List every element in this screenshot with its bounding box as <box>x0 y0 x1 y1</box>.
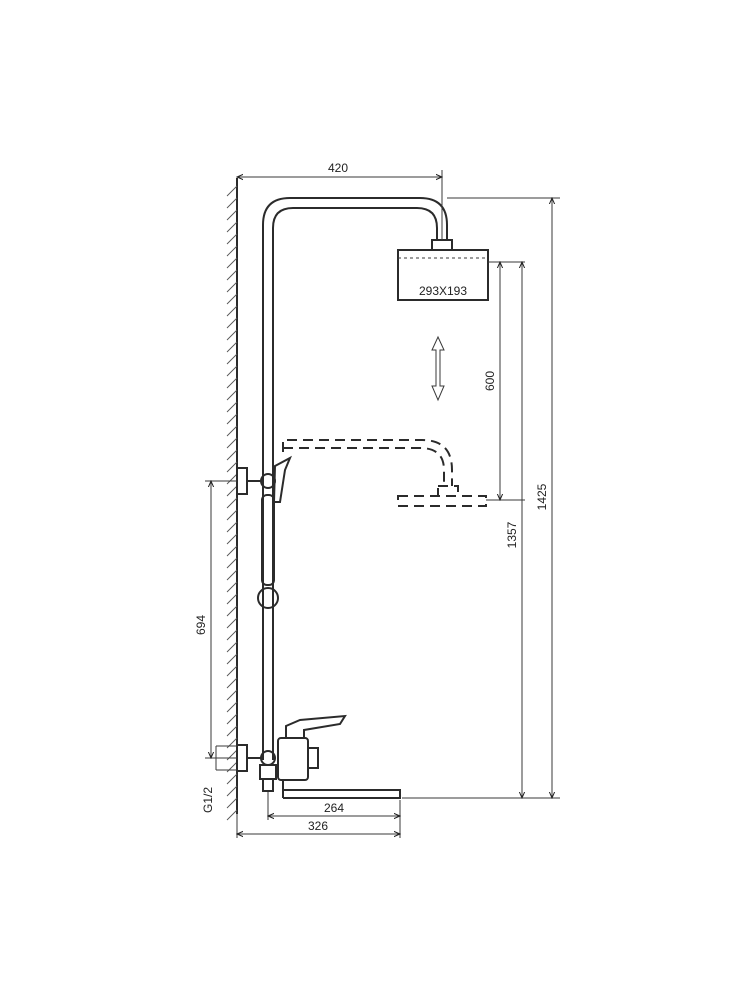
wall-hatch-line <box>226 581 238 593</box>
dim-thread: G1/2 <box>201 745 237 813</box>
wall <box>226 178 238 821</box>
wall-hatch-line <box>226 197 238 209</box>
wall-hatch-line <box>226 437 238 449</box>
dim-slide-range-label: 600 <box>483 371 497 391</box>
wall-hatch-line <box>226 461 238 473</box>
wall-hatch-line <box>226 317 238 329</box>
wall-hatch-line <box>226 725 238 737</box>
shower-head-top <box>397 239 489 301</box>
wall-hatch-line <box>226 701 238 713</box>
dim-head-height: 1357 <box>505 262 522 798</box>
dim-arm-reach: 420 <box>237 161 442 240</box>
wall-hatch-line <box>226 605 238 617</box>
wall-hatching <box>226 185 238 821</box>
hand-shower <box>257 494 279 609</box>
wall-hatch-line <box>226 305 238 317</box>
dim-spout-reach: 264 <box>268 792 400 838</box>
wall-hatch-line <box>226 785 238 797</box>
wall-hatch-line <box>226 509 238 521</box>
dim-spout-reach-label: 264 <box>324 801 344 815</box>
wall-hatch-line <box>226 641 238 653</box>
wall-hatch-line <box>226 365 238 377</box>
wall-hatch-line <box>226 773 238 785</box>
wall-hatch-line <box>226 557 238 569</box>
dim-head-size-label: 293X193 <box>419 284 467 298</box>
wall-hatch-line <box>226 185 238 197</box>
dim-arm-reach-label: 420 <box>328 161 348 175</box>
wall-hatch-line <box>226 257 238 269</box>
wall-hatch-line <box>226 569 238 581</box>
wall-hatch-line <box>226 485 238 497</box>
wall-hatch-line <box>226 245 238 257</box>
wall-hatch-line <box>226 797 238 809</box>
shower-head-lowered <box>282 439 487 507</box>
wall-hatch-line <box>226 209 238 221</box>
wall-hatch-line <box>226 413 238 425</box>
wall-hatch-line <box>226 281 238 293</box>
wall-hatch-line <box>226 689 238 701</box>
dim-head-height-label: 1357 <box>505 521 519 548</box>
wall-hatch-line <box>226 629 238 641</box>
wall-hatch-line <box>226 593 238 605</box>
dim-faucet-depth: 326 <box>237 814 400 838</box>
double-arrow-vertical-icon <box>431 335 445 402</box>
wall-hatch-line <box>226 677 238 689</box>
wall-hatch-line <box>226 233 238 245</box>
dim-inlet-height-label: 694 <box>194 615 208 635</box>
wall-hatch-line <box>226 809 238 821</box>
wall-hatch-line <box>226 665 238 677</box>
dim-inlet-height: 694 <box>194 481 237 758</box>
wall-hatch-line <box>226 341 238 353</box>
wall-hatch-line <box>226 545 238 557</box>
dim-total-height: 1425 <box>402 198 560 798</box>
wall-hatch-line <box>226 353 238 365</box>
riser-pipe <box>262 197 448 760</box>
dim-faucet-depth-label: 326 <box>308 819 328 833</box>
wall-hatch-line <box>226 533 238 545</box>
wall-hatch-line <box>226 329 238 341</box>
dim-total-height-label: 1425 <box>535 483 549 510</box>
wall-hatch-line <box>226 389 238 401</box>
wall-hatch-line <box>226 497 238 509</box>
wall-hatch-line <box>226 221 238 233</box>
wall-hatch-line <box>226 269 238 281</box>
wall-hatch-line <box>226 653 238 665</box>
wall-hatch-line <box>226 473 238 485</box>
wall-hatch-line <box>226 293 238 305</box>
wall-hatch-line <box>226 713 238 725</box>
wall-hatch-line <box>226 377 238 389</box>
dim-slide-range: 600 <box>483 262 525 500</box>
dim-thread-label: G1/2 <box>201 787 215 813</box>
wall-hatch-line <box>226 401 238 413</box>
wall-hatch-line <box>226 425 238 437</box>
mixer-assembly <box>236 714 401 799</box>
wall-hatch-line <box>226 521 238 533</box>
wall-hatch-line <box>226 617 238 629</box>
wall-hatch-line <box>226 449 238 461</box>
